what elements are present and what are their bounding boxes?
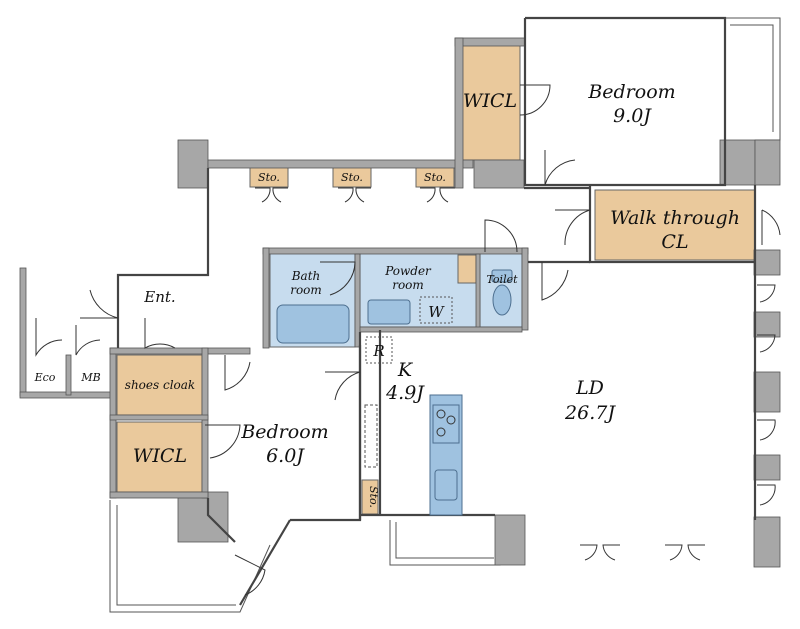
walk-through-closet-line2: CL bbox=[661, 231, 688, 253]
burner-1 bbox=[436, 409, 446, 419]
bedroom-lower-size: 6.0J bbox=[266, 445, 305, 467]
entrance-label: Ent. bbox=[143, 288, 175, 306]
bathtub bbox=[276, 304, 350, 344]
refrigerator-label: R bbox=[372, 342, 384, 360]
living-dining-name: LD bbox=[575, 377, 604, 399]
burner-3 bbox=[436, 427, 446, 437]
powder-shelf bbox=[457, 254, 477, 284]
bedroom-upper-size: 9.0J bbox=[613, 105, 652, 127]
refrigerator-space bbox=[365, 336, 393, 364]
wicl-lower-label: WICL bbox=[133, 445, 187, 467]
storage-3-label: Sto. bbox=[424, 171, 446, 184]
doors bbox=[35, 84, 781, 596]
room-labels: Bedroom 9.0J WICL Sto. Sto. Sto. Walk th… bbox=[34, 81, 740, 508]
kitchen-storage-label: Sto. bbox=[367, 486, 380, 508]
eco-label: Eco bbox=[34, 371, 56, 384]
kitchen-name: K bbox=[397, 359, 414, 381]
storage-2-label: Sto. bbox=[341, 171, 363, 184]
wall-outline bbox=[116, 16, 757, 606]
living-dining-size: 26.7J bbox=[564, 402, 616, 424]
structural-walls bbox=[19, 37, 781, 568]
wicl-upper-label: WICL bbox=[463, 90, 517, 112]
bath-room-line2: room bbox=[290, 283, 322, 297]
burner-2 bbox=[446, 415, 456, 425]
powder-room-line2: room bbox=[392, 278, 424, 292]
storage-1-label: Sto. bbox=[258, 171, 280, 184]
bedroom-upper-name: Bedroom bbox=[587, 81, 675, 103]
mb-label: MB bbox=[80, 371, 100, 384]
kitchen-size: 4.9J bbox=[385, 382, 425, 404]
bath-room-line1: Bath bbox=[291, 269, 321, 283]
walk-through-closet-line1: Walk through bbox=[610, 207, 740, 229]
bedroom-lower-name: Bedroom bbox=[240, 421, 328, 443]
fixtures bbox=[276, 269, 513, 516]
kitchen-shelf bbox=[364, 404, 378, 468]
kitchen-sink bbox=[434, 469, 458, 501]
washbasin bbox=[367, 299, 411, 325]
walk-through-closet-area bbox=[594, 189, 756, 261]
wicl-lower-area bbox=[116, 421, 203, 493]
toilet-label: Toilet bbox=[486, 273, 518, 286]
toilet-bowl bbox=[492, 284, 512, 316]
washer-label: W bbox=[428, 303, 445, 321]
toilet-tank bbox=[491, 269, 513, 283]
washer-space bbox=[419, 296, 453, 324]
shoes-cloak-label: shoes cloak bbox=[125, 378, 195, 392]
cooktop bbox=[432, 404, 460, 444]
powder-room-line1: Powder bbox=[384, 264, 432, 278]
